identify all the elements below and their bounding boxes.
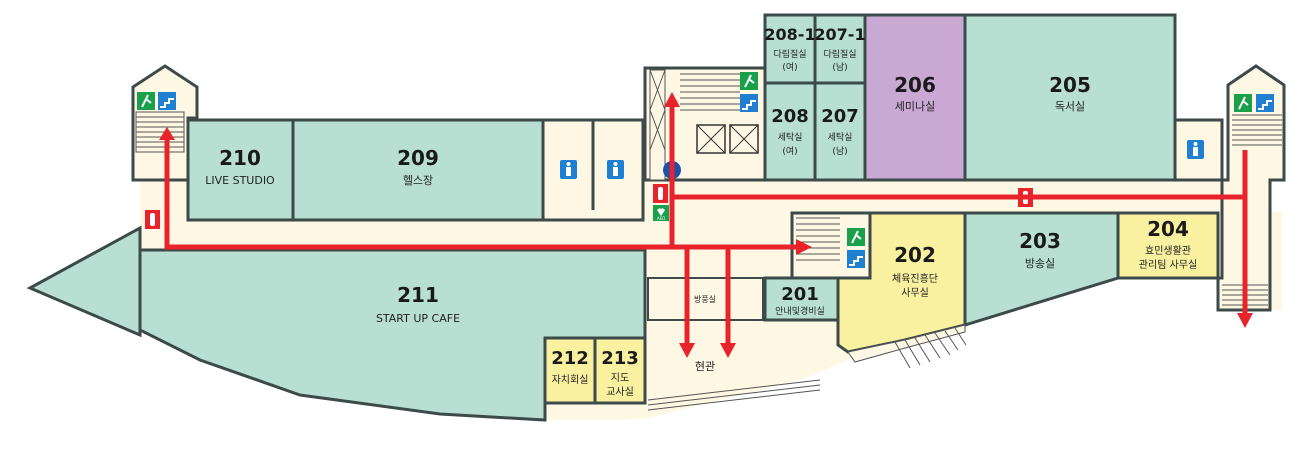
room-201-name: 안내및경비실 bbox=[775, 305, 825, 317]
emergency-exit-icon bbox=[137, 92, 155, 110]
room-207-name1: 세탁실 bbox=[828, 131, 853, 143]
room-205-name: 독서실 bbox=[1055, 100, 1085, 113]
emergency-exit-icon bbox=[847, 228, 865, 246]
room-209-name: 헬스장 bbox=[403, 174, 433, 187]
stairs-curved bbox=[847, 324, 967, 369]
room-207-1-name2: (남) bbox=[832, 62, 847, 73]
room-202-name1: 체육진흥단 bbox=[892, 272, 938, 285]
room-203-name: 방송실 bbox=[1025, 257, 1055, 270]
room-205-number: 205 bbox=[1049, 73, 1091, 97]
room-201 bbox=[763, 276, 840, 322]
room-211-number: 211 bbox=[397, 283, 439, 307]
fire-extinguisher-icon bbox=[653, 184, 668, 203]
aed-label: AED bbox=[657, 216, 665, 221]
room-207-1-name1: 다림질실 bbox=[823, 48, 856, 60]
room-213 bbox=[593, 336, 647, 405]
entrance-label: 현관 bbox=[695, 360, 715, 373]
room-213-name1: 지도 bbox=[611, 372, 629, 384]
evacuation-arrow-head bbox=[720, 343, 736, 358]
evacuation-routes bbox=[159, 92, 1253, 358]
room-211 bbox=[26, 225, 647, 422]
room-207-name2: (남) bbox=[832, 146, 847, 157]
room-212-name: 자치회실 bbox=[552, 374, 589, 386]
room-208 bbox=[763, 81, 817, 182]
stairs-top-center bbox=[680, 73, 740, 111]
stairs-icon bbox=[1256, 94, 1274, 112]
elevator-icon bbox=[696, 124, 759, 154]
windbreak-room bbox=[647, 277, 764, 321]
stairs-left bbox=[135, 111, 185, 153]
room-202-number: 202 bbox=[894, 243, 936, 267]
room-208-1-number: 208-1 bbox=[764, 25, 815, 44]
room-207-1-number: 207-1 bbox=[814, 25, 865, 44]
room-207-1 bbox=[813, 13, 867, 85]
restroom-icon bbox=[1187, 140, 1204, 159]
room-labels: 210 LIVE STUDIO 209 헬스장 211 START UP CAF… bbox=[205, 25, 1197, 398]
room-203-number: 203 bbox=[1019, 229, 1061, 253]
stairs-icon bbox=[158, 92, 176, 110]
aed-icon: AED bbox=[653, 205, 669, 221]
evacuation-arrow-head bbox=[679, 343, 695, 358]
evacuation-arrow bbox=[164, 138, 800, 250]
room-207-number: 207 bbox=[821, 106, 859, 127]
fire-extinguisher-icon bbox=[145, 210, 160, 229]
stairs-icon bbox=[740, 94, 758, 112]
stairs-icon bbox=[847, 250, 865, 268]
room-204-number: 204 bbox=[1147, 217, 1189, 241]
room-208-name2: (여) bbox=[782, 145, 797, 157]
room-212-number: 212 bbox=[551, 348, 589, 369]
room-207 bbox=[813, 81, 867, 182]
evacuation-arrow-head bbox=[159, 127, 175, 140]
entrance-doors bbox=[647, 379, 821, 411]
room-201-number: 201 bbox=[781, 284, 819, 305]
room-210-name: LIVE STUDIO bbox=[205, 174, 275, 187]
windbreak-label: 방풍실 bbox=[694, 294, 716, 304]
room-210 bbox=[186, 118, 295, 222]
room-204 bbox=[1116, 211, 1220, 280]
room-204-name2: 관리팀 사무실 bbox=[1139, 259, 1197, 271]
emergency-exit-icon bbox=[1234, 94, 1252, 112]
room-213-name2: 교사실 bbox=[606, 386, 634, 398]
room-213-number: 213 bbox=[601, 348, 639, 369]
right-stair-tower bbox=[1216, 64, 1286, 312]
room-208-number: 208 bbox=[771, 106, 809, 127]
room-206-name: 세미나실 bbox=[895, 100, 935, 113]
room-209-number: 209 bbox=[397, 146, 439, 170]
restroom-icon bbox=[560, 160, 577, 179]
room-202-name2: 사무실 bbox=[901, 287, 929, 299]
evacuation-arrow-head bbox=[1237, 313, 1253, 328]
room-206 bbox=[863, 13, 967, 182]
evacuation-arrow-head bbox=[796, 239, 812, 255]
stairs-right-upper bbox=[1232, 114, 1282, 146]
room-204-name1: 효민생활관 bbox=[1145, 244, 1191, 257]
room-205 bbox=[963, 13, 1177, 182]
restroom-icon bbox=[607, 160, 624, 179]
restroom-block-left bbox=[541, 118, 645, 222]
room-208-1-name1: 다림질실 bbox=[773, 48, 806, 60]
room-208-1-name2: (여) bbox=[782, 61, 797, 73]
evacuation-arrow-head bbox=[664, 92, 680, 107]
room-208-name1: 세탁실 bbox=[778, 131, 803, 143]
room-211-name: START UP CAFE bbox=[376, 312, 460, 325]
room-206-number: 206 bbox=[894, 73, 936, 97]
room-209 bbox=[291, 118, 545, 222]
room-210-number: 210 bbox=[219, 146, 261, 170]
emergency-exit-icon bbox=[740, 72, 758, 90]
